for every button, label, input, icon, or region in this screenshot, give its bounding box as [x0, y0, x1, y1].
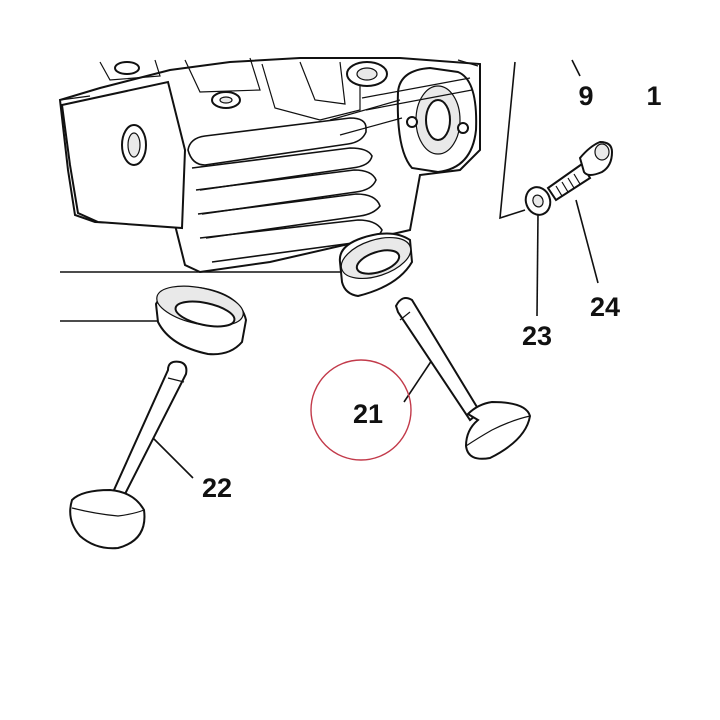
leader-23: [536, 213, 539, 317]
leader-24: [575, 199, 599, 284]
callout-1: 1: [646, 81, 661, 111]
cylinder-head: [58, 57, 481, 274]
callout-21: 21: [353, 399, 383, 429]
upper-valve-seat: [338, 232, 414, 298]
valve-21: [394, 297, 532, 460]
valve-22: [69, 360, 188, 550]
callout-24: 24: [590, 292, 620, 322]
callout-9: 9: [578, 81, 593, 111]
leader-9: [571, 59, 581, 77]
highlight-circle-21: [310, 359, 412, 461]
callout-23: 23: [522, 321, 552, 351]
bolt-24: [546, 140, 614, 202]
leader-22: [149, 434, 194, 479]
callout-22: 22: [202, 473, 232, 503]
washer-23: [524, 186, 552, 216]
lower-valve-seat: [154, 285, 248, 356]
leader-bracket-9: [499, 61, 526, 220]
